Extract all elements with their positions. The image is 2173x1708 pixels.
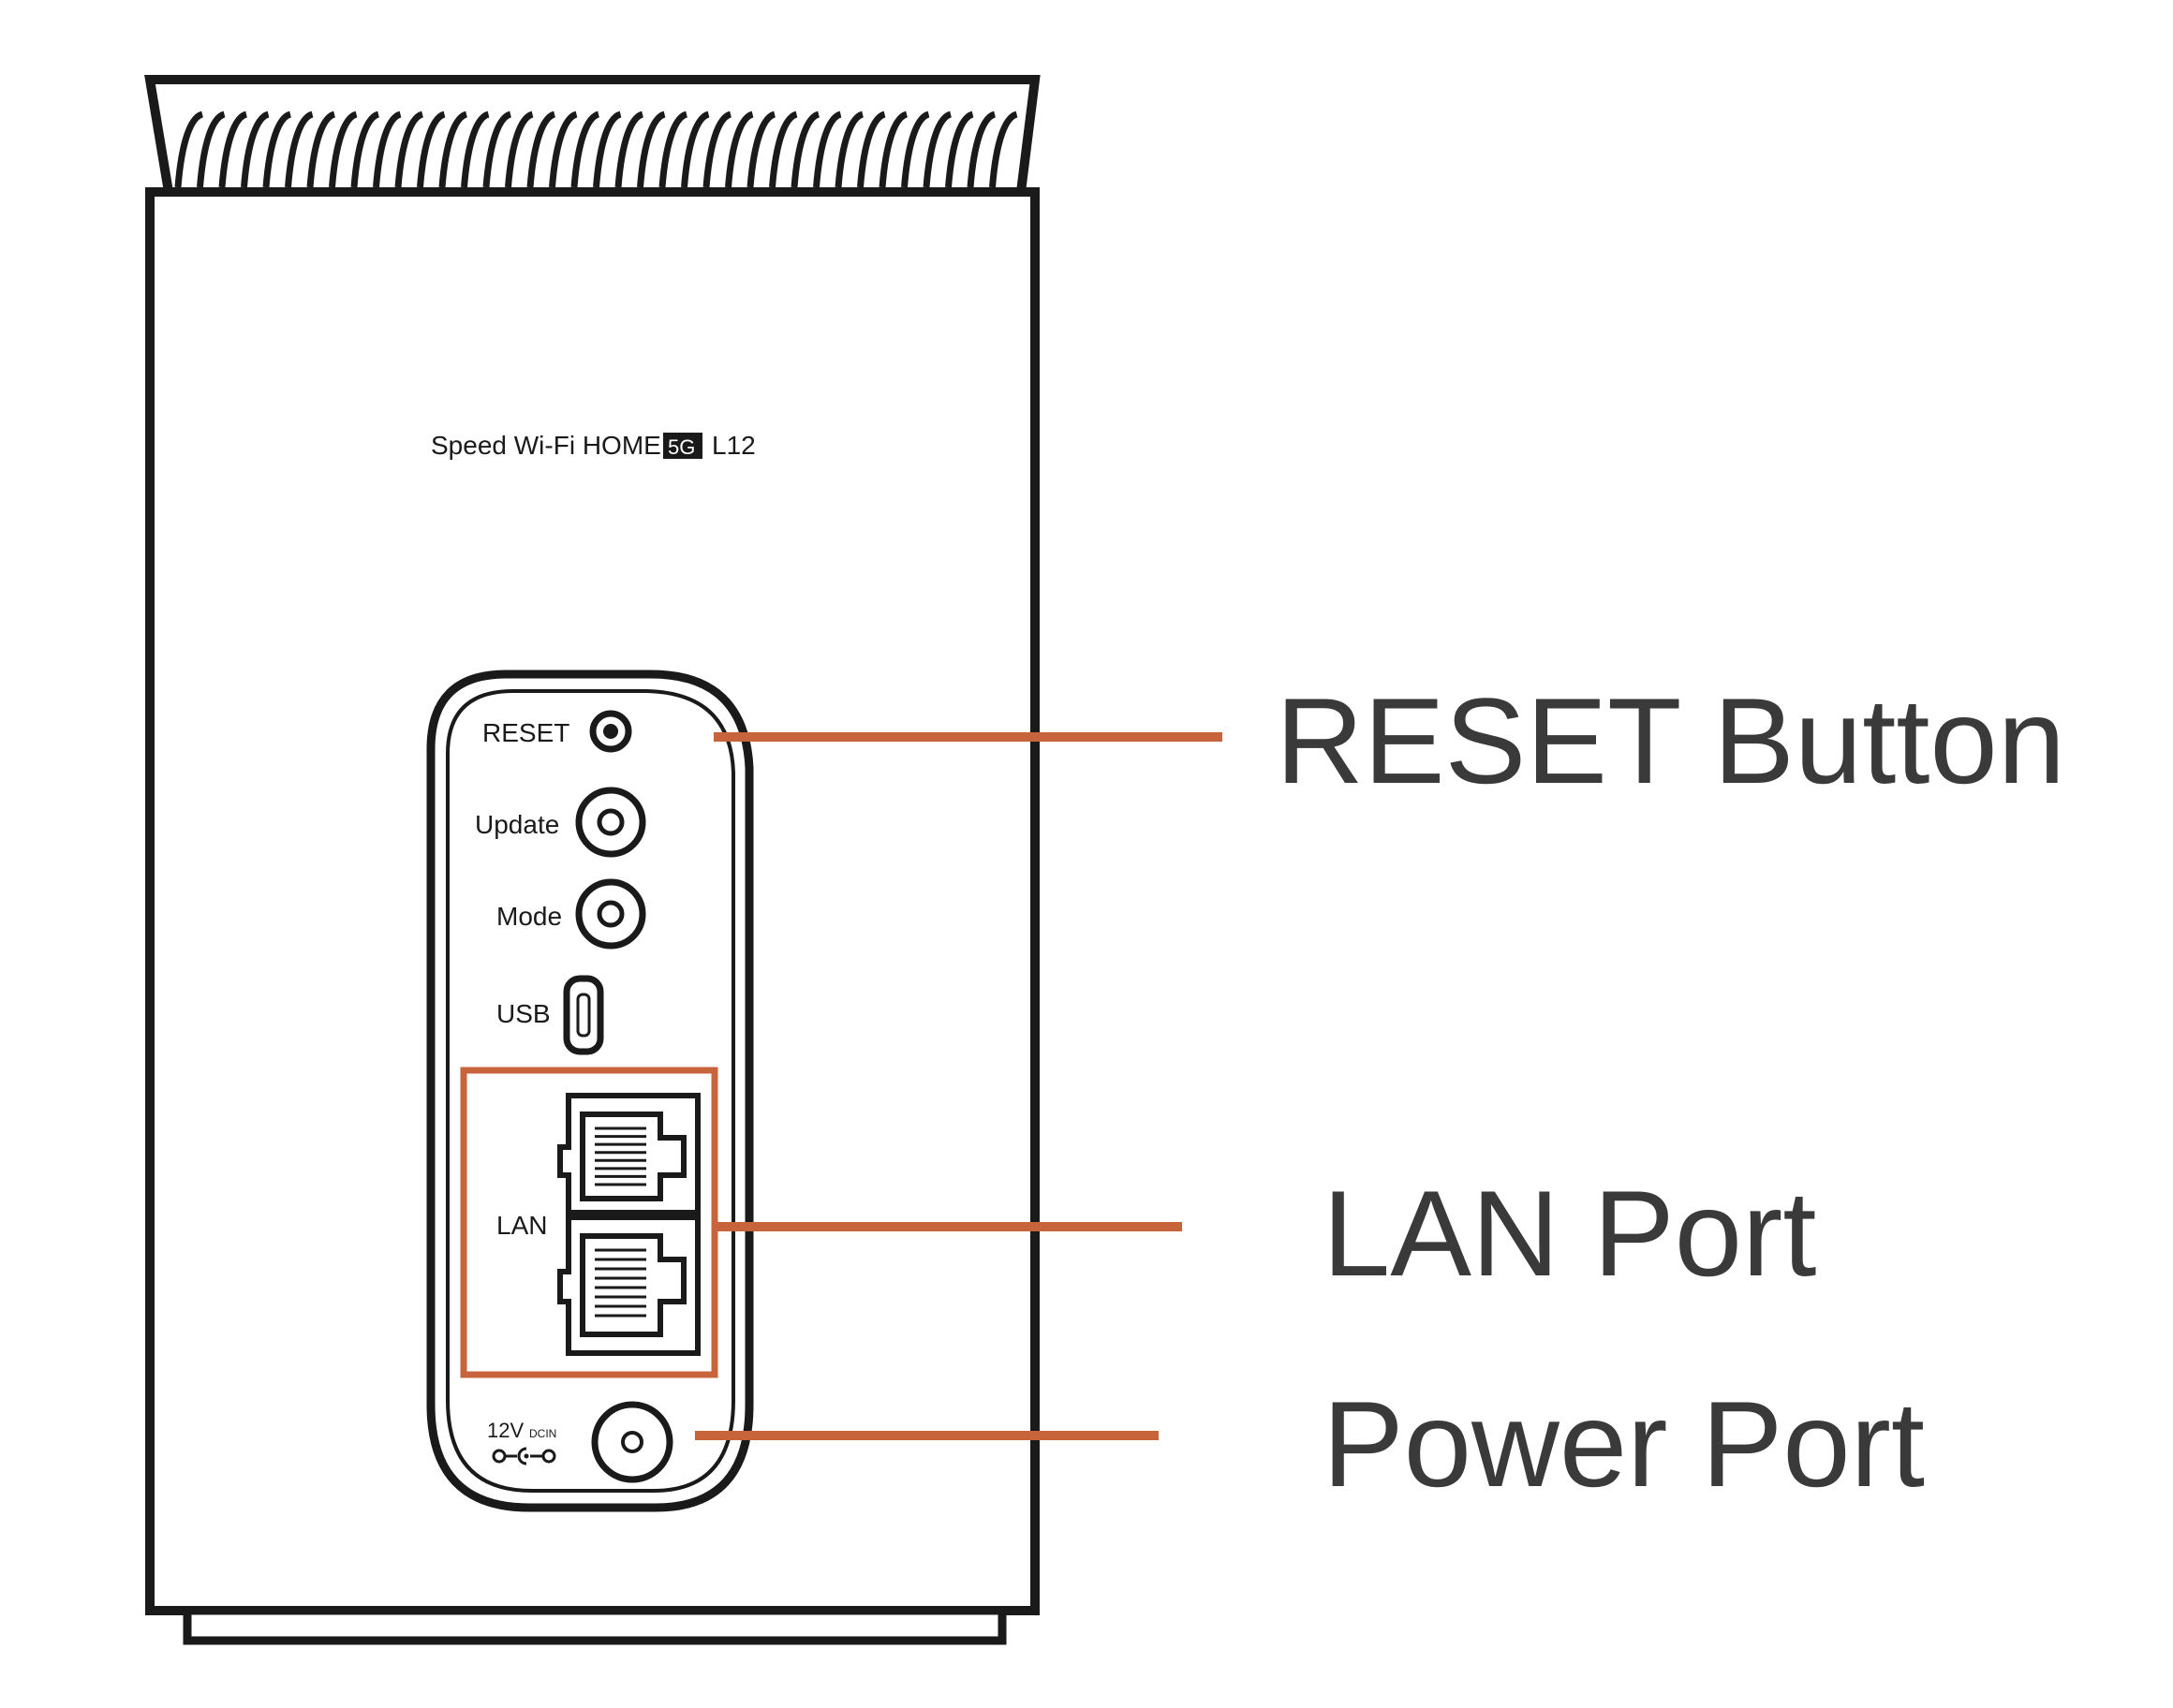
vent-ridge xyxy=(945,110,974,188)
vent-ridge xyxy=(637,110,666,188)
vent-ridge xyxy=(614,110,644,188)
reset-label: RESET xyxy=(482,718,569,747)
model-badge: 5G xyxy=(668,435,695,459)
usb-port[interactable] xyxy=(563,975,604,1055)
reset-button[interactable] xyxy=(589,710,632,753)
vent-ridge xyxy=(725,110,754,188)
vent-ridge xyxy=(350,110,380,188)
vent-ridge xyxy=(373,110,402,188)
lan-port-2[interactable] xyxy=(557,1215,701,1356)
power-port[interactable] xyxy=(591,1401,673,1483)
port-panel: RESET Update Mode USB LAN xyxy=(426,670,754,1512)
vent-ridge xyxy=(967,110,997,188)
mode-label: Mode xyxy=(496,902,562,931)
vent-ridge xyxy=(505,110,534,188)
vent-ridge xyxy=(989,110,1018,188)
lan-highlight-box xyxy=(460,1067,718,1378)
vent-ridge xyxy=(835,110,865,188)
vent-ridge xyxy=(306,110,336,188)
model-suffix: L12 xyxy=(712,431,756,460)
vent-ridge xyxy=(218,110,248,188)
vent-ridge xyxy=(285,110,314,188)
vent-ridge xyxy=(593,110,622,188)
vent-ridge xyxy=(901,110,930,188)
callout-lines xyxy=(695,732,1222,1440)
vent-ridge xyxy=(438,110,468,188)
vent-ridge xyxy=(526,110,556,188)
model-label: Speed Wi-Fi HOME 5G L12 xyxy=(431,431,756,460)
reset-callout-label: RESET Button xyxy=(1276,672,2065,809)
vent-ridge xyxy=(417,110,446,188)
vent-ridge xyxy=(702,110,732,188)
vent-ridge xyxy=(681,110,710,188)
lan-callout-label: LAN Port xyxy=(1323,1165,1816,1302)
mode-button[interactable] xyxy=(575,878,646,950)
vent-ridge xyxy=(197,110,226,188)
vent-ridge xyxy=(329,110,358,188)
vent-ridge xyxy=(174,110,204,188)
vent-ridge xyxy=(747,110,776,188)
callout-labels: RESET Button LAN Port Power Port xyxy=(1276,672,2065,1512)
vent-ridge xyxy=(482,110,512,188)
vent-ridge xyxy=(879,110,909,188)
vent-ridge xyxy=(813,110,842,188)
update-label: Update xyxy=(475,810,559,839)
model-prefix: Speed Wi-Fi HOME xyxy=(431,431,661,460)
power-callout-label: Power Port xyxy=(1323,1376,1925,1512)
vent-ridge xyxy=(394,110,424,188)
vent-ridge xyxy=(923,110,953,188)
model-badge-box xyxy=(663,433,702,459)
update-button[interactable] xyxy=(575,787,646,858)
vent-ridge xyxy=(791,110,820,188)
power-label: 12V xyxy=(487,1419,524,1442)
vent-ridge xyxy=(241,110,270,188)
vent-ridge xyxy=(570,110,600,188)
top-vent xyxy=(144,75,1041,197)
vent-ridge xyxy=(461,110,490,188)
vent-ridge xyxy=(857,110,886,188)
vent-ridge xyxy=(658,110,688,188)
lan-label: LAN xyxy=(496,1211,547,1240)
vent-ridge xyxy=(769,110,798,188)
power-sub-label: DCIN xyxy=(529,1427,556,1440)
vent-ridge xyxy=(549,110,578,188)
vent-ridge xyxy=(262,110,292,188)
polarity-symbol-icon xyxy=(492,1447,556,1465)
lan-port-1[interactable] xyxy=(557,1093,701,1215)
usb-label: USB xyxy=(496,999,551,1028)
